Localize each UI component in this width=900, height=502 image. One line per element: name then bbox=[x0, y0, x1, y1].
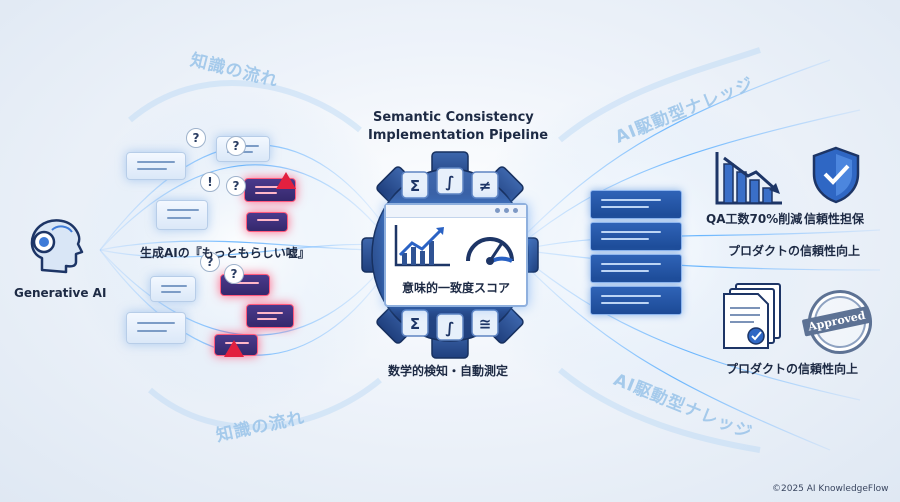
chat-bubble-icon bbox=[150, 276, 196, 302]
chat-bubble-icon bbox=[156, 200, 208, 230]
gear-symbol-bottom-3: ≅ bbox=[479, 315, 492, 333]
line-chart-icon bbox=[394, 225, 450, 267]
question-icon: ? bbox=[224, 264, 244, 284]
shield-check-icon bbox=[812, 146, 860, 204]
gear-symbol-top-1: Σ bbox=[410, 177, 420, 195]
verified-output-block bbox=[590, 190, 682, 219]
gauge-icon bbox=[466, 237, 514, 265]
qa-reduction-label: QA工数70%削減 bbox=[706, 212, 803, 226]
question-icon: ? bbox=[186, 128, 206, 148]
hallucination-bubble-icon bbox=[246, 304, 294, 328]
warning-icon bbox=[224, 340, 244, 357]
question-icon: ! bbox=[200, 172, 220, 192]
trust-assurance-label: 信頼性担保 bbox=[804, 212, 865, 226]
generative-ai-label: Generative AI bbox=[14, 286, 107, 300]
product-trust-label-1: プロダクトの信頼性向上 bbox=[728, 244, 861, 258]
bar-chart-down-icon bbox=[715, 152, 782, 205]
chat-bubble-icon bbox=[126, 152, 186, 180]
copyright: ©2025 AI KnowledgeFlow bbox=[772, 484, 889, 494]
hallucination-bubble-icon bbox=[246, 212, 288, 232]
product-trust-label-2: プロダクトの信頼性向上 bbox=[726, 362, 859, 376]
score-label: 意味的一致度スコア bbox=[401, 281, 510, 295]
chat-bubble-icon bbox=[126, 312, 186, 344]
score-window: 意味的一致度スコア bbox=[384, 203, 528, 307]
robot-head-icon bbox=[30, 219, 84, 274]
question-icon: ? bbox=[226, 136, 246, 156]
gear-symbol-top-2: ∫ bbox=[445, 173, 454, 191]
gear-symbol-top-3: ≠ bbox=[479, 177, 492, 195]
hallucination-label: 生成AIの『もっともらしい嘘』 bbox=[140, 246, 310, 260]
verified-output-block bbox=[590, 254, 682, 283]
pipeline-title-line2: Implementation Pipeline bbox=[368, 128, 549, 143]
approved-stamp-text: Approved bbox=[801, 305, 872, 337]
pipeline-title-line1: Semantic Consistency bbox=[373, 110, 534, 125]
question-icon: ? bbox=[226, 176, 246, 196]
window-titlebar bbox=[386, 205, 526, 218]
verified-output-block bbox=[590, 286, 682, 315]
document-stack-icon bbox=[723, 283, 781, 349]
gear-symbols: Σ ∫ ≠ Σ ∫ ≅ bbox=[410, 173, 491, 337]
gear-symbol-bottom-1: Σ bbox=[410, 315, 420, 333]
detection-label: 数学的検知・自動測定 bbox=[388, 364, 509, 378]
verified-output-block bbox=[590, 222, 682, 251]
question-icon: ? bbox=[200, 252, 220, 272]
gear-symbol-bottom-2: ∫ bbox=[445, 319, 454, 337]
warning-icon bbox=[276, 172, 296, 189]
